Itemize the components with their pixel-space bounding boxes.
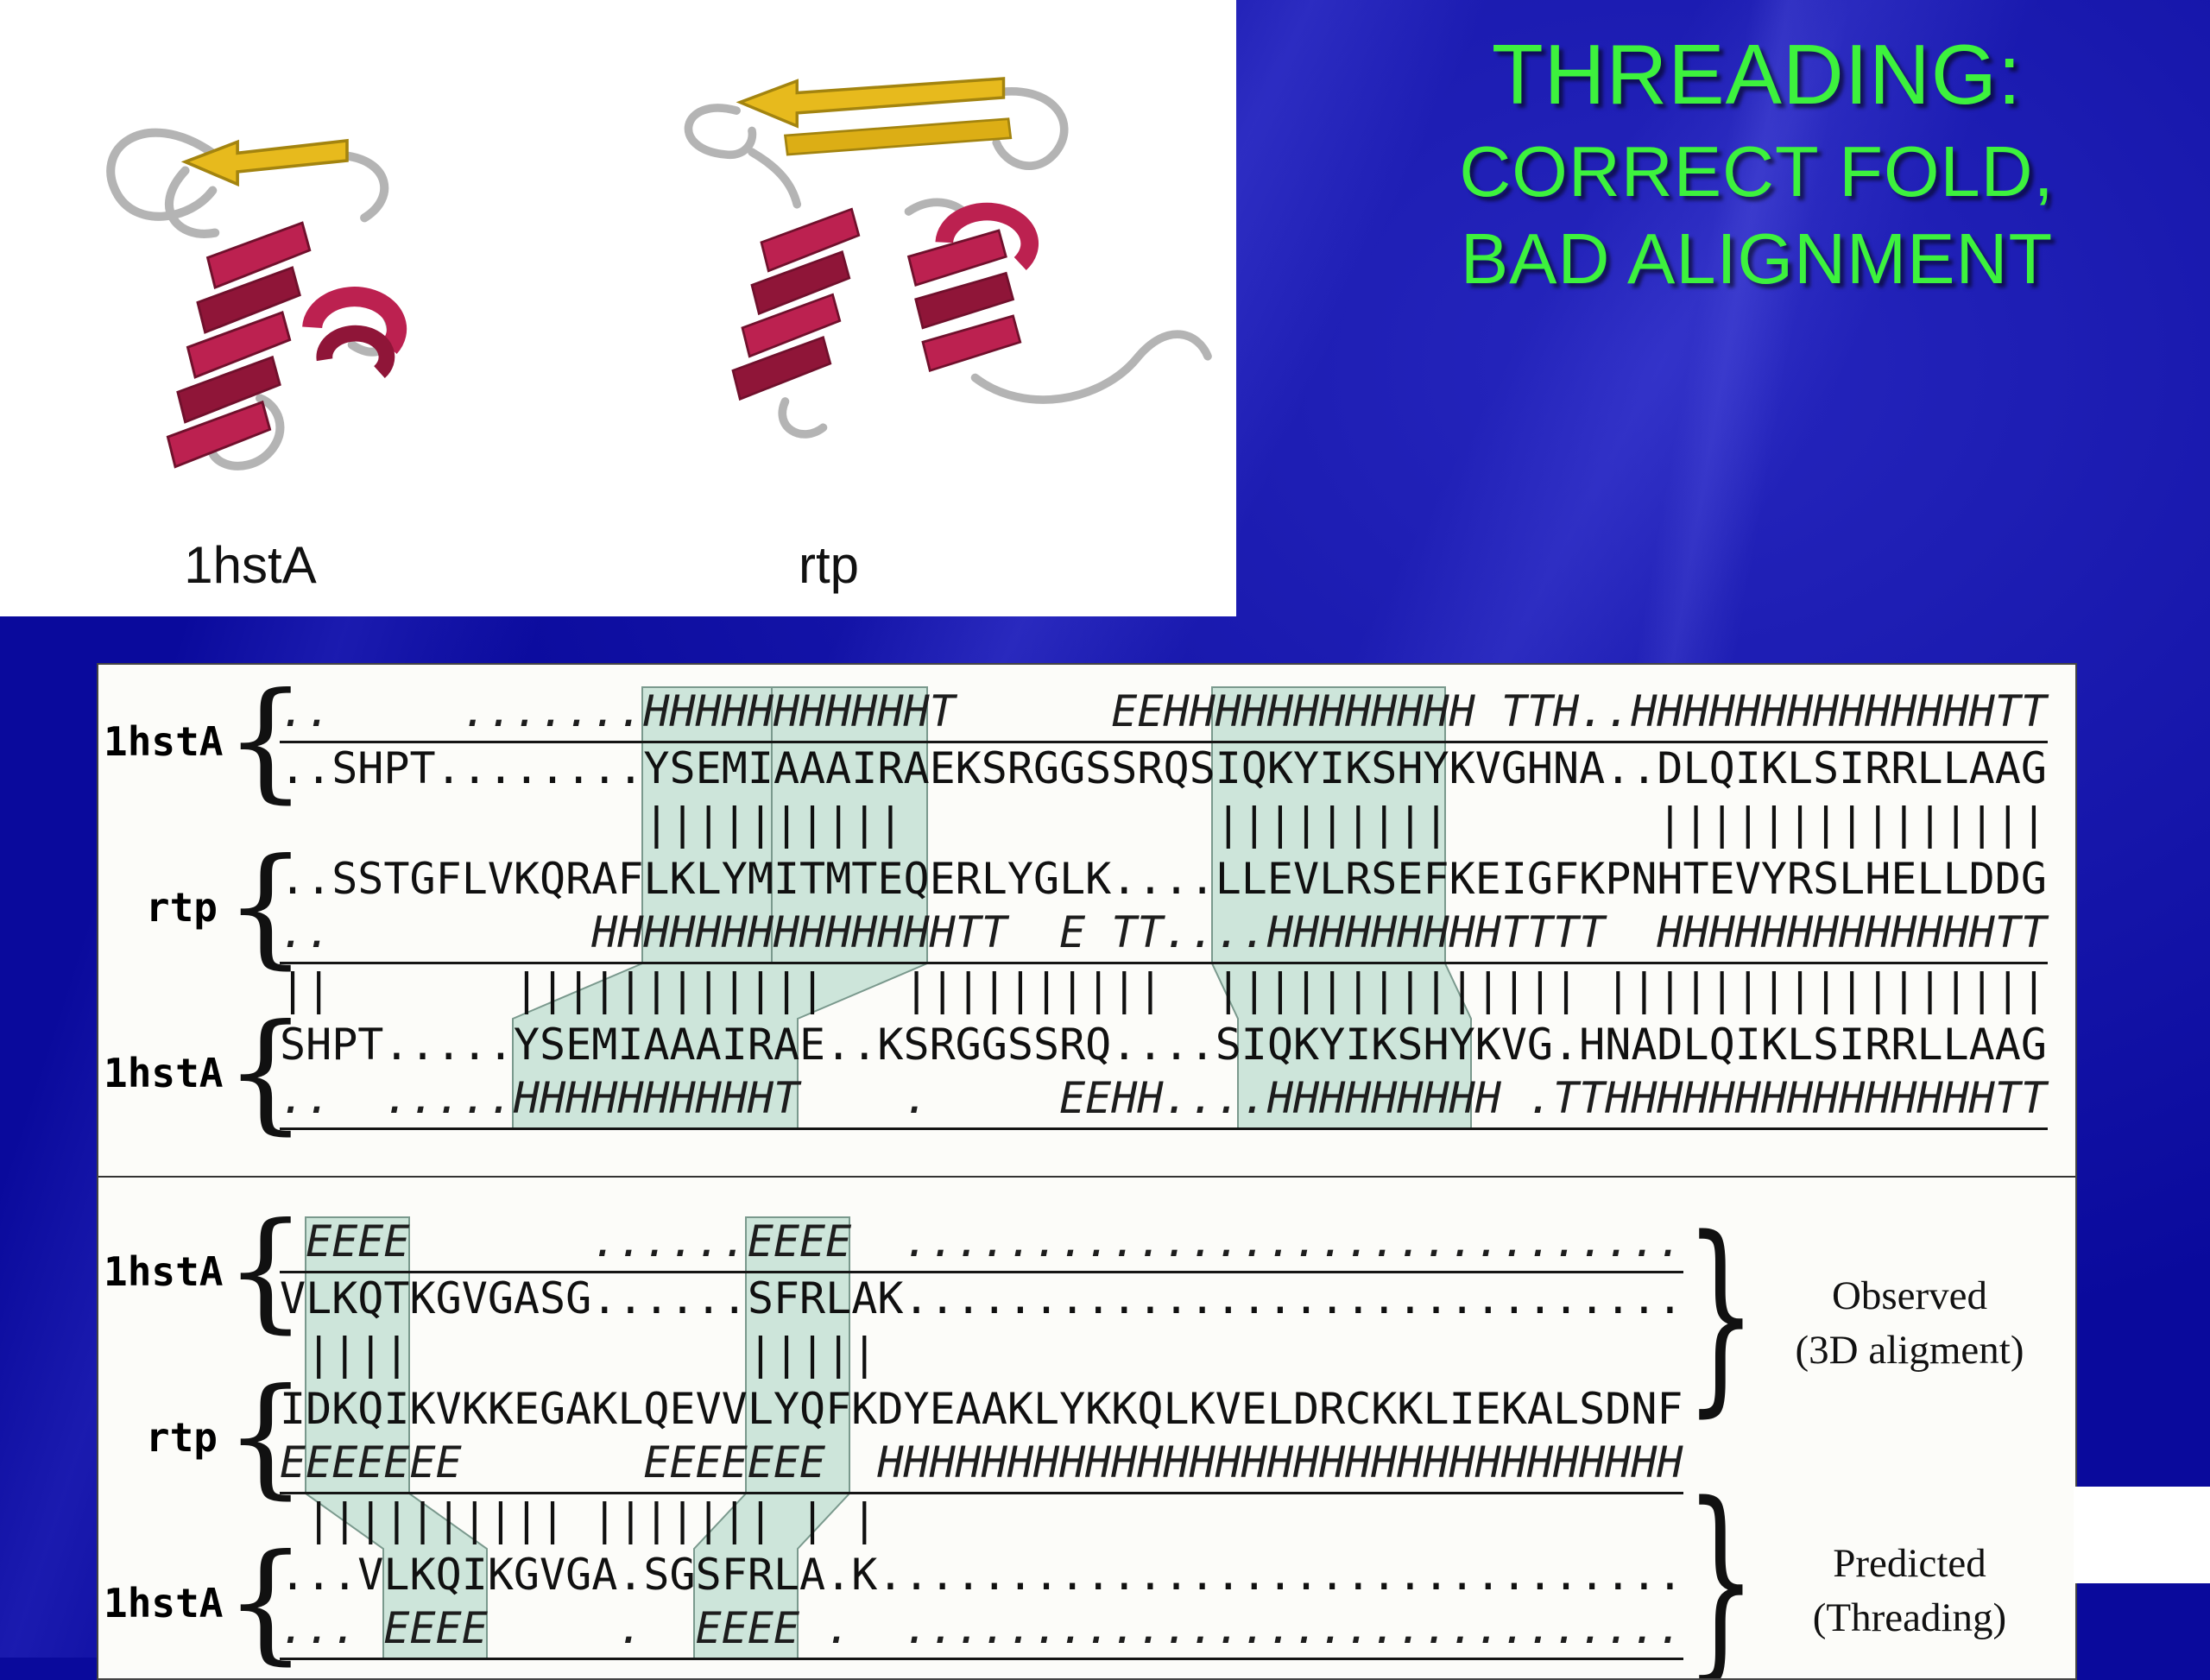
right-brace-predicted: }	[1685, 1458, 1757, 1680]
1hsta-pred-seq-row: ...VLKQIKGVGA.SGSFRLA.K.................…	[280, 1550, 1683, 1600]
1hsta-top-ss-row: .. .......HHHHHHHHHHHT EEHHHHHHHHHHHH TT…	[280, 687, 2048, 743]
alignment-highlight-bands	[305, 686, 1472, 1660]
1hsta-realigned-ss-row: .. .....HHHHHHHHHHT . EEHH....HHHHHHHHH …	[280, 1074, 2048, 1130]
protein-1hsta-label: 1hstA	[184, 536, 317, 594]
background-artifact	[2074, 1487, 2210, 1583]
match-bars-row-top-2: || |||||||||||| |||||||||| |||||||||||||…	[280, 964, 2047, 1014]
1hsta-obs-seq-row: VLKQTKGVGASG......SFRLAK................…	[280, 1273, 1683, 1323]
title-line-3: BAD ALIGNMENT	[1460, 218, 2054, 299]
left-brace-1: {	[224, 666, 307, 816]
rtp-ss-row-top: .. HHHHHHHHHHHHHHTT E TT....HHHHHHHHHTTT…	[280, 908, 2048, 964]
match-bars-row-bot-1: |||| |||||	[280, 1329, 1683, 1379]
row-label-1hsta-bottom: 1hstA	[104, 1050, 224, 1096]
small-helix-coil	[302, 287, 407, 379]
left-brace-5: {	[224, 1361, 307, 1512]
left-brace-6: {	[224, 1527, 307, 1677]
left-brace-3: {	[224, 997, 307, 1147]
1hsta-obs-ss-row: EEEE ......EEEE ........................…	[280, 1217, 1683, 1273]
rtp-seq-row-bottom: IDKQIKVKKEGAKLQEVVLYQFKDYEAAKLYKKQLKVELD…	[280, 1384, 1683, 1434]
predicted-label: Predicted (Threading)	[1728, 1537, 2075, 1646]
left-brace-4: {	[224, 1196, 307, 1346]
right-brace-observed: }	[1685, 1192, 1757, 1436]
slide-title: THREADING: CORRECT FOLD, BAD ALIGNMENT	[1347, 22, 2167, 302]
1hsta-top-seq-row: ..SHPT........YSEMIAAAIRAEKSRGGSSRQSIQKY…	[280, 743, 2047, 793]
alignment-panel: .. .......HHHHHHHHHHHT EEHHHHHHHHHHHH TT…	[97, 663, 2077, 1680]
section-divider-line	[98, 1176, 2075, 1178]
rtp-ss-row-bottom: EEEEEEE EEEEEEE HHHHHHHHHHHHHHHHHHHHHHHH…	[280, 1438, 1683, 1494]
small-helix-coil	[935, 202, 1039, 271]
predicted-label-line1: Predicted	[1833, 1541, 1986, 1586]
rtp-seq-row-top: ..SSTGFLVKQRAFLKLYMITMTEQERLYGLK....LLEV…	[280, 854, 2047, 904]
left-brace-2: {	[224, 831, 307, 982]
row-label-1hsta-pred: 1hstA	[104, 1580, 224, 1626]
observed-label-line2: (3D aligment)	[1795, 1328, 2024, 1374]
observed-label-line1: Observed	[1831, 1273, 1988, 1318]
protein-rtp-label: rtp	[798, 536, 860, 594]
row-label-rtp-bottom: rtp	[145, 1414, 218, 1461]
predicted-label-line2: (Threading)	[1812, 1595, 2007, 1641]
alpha-helix-ribbon-right	[906, 229, 1022, 373]
protein-1hsta-ribbon-diagram	[106, 128, 407, 471]
observed-label: Observed (3D aligment)	[1728, 1269, 2075, 1379]
beta-sheet-arrow	[180, 138, 349, 187]
alpha-helix-ribbon	[166, 221, 312, 469]
row-label-1hsta-top: 1hstA	[104, 718, 224, 765]
row-label-1hsta-obs: 1hstA	[104, 1248, 224, 1295]
beta-sheet-strand	[783, 117, 1013, 156]
match-bars-row-top-1: |||||||||| ||||||||| |||||||||||||||	[280, 799, 2047, 849]
1hsta-pred-ss-row: ... EEEE . EEEE . ......................…	[280, 1604, 1683, 1660]
title-line-2: CORRECT FOLD,	[1459, 130, 2055, 212]
1hsta-realigned-seq-row: SHPT.....YSEMIAAAIRAE..KSRGGSSRQ....SIQK…	[280, 1020, 2047, 1070]
row-label-rtp-top: rtp	[145, 884, 218, 931]
protein-structure-panel: 1hstA rtp	[0, 0, 1236, 616]
protein-rtp-ribbon-diagram	[684, 77, 1212, 439]
beta-sheet-arrow	[736, 77, 1006, 129]
title-line-1: THREADING:	[1491, 27, 2023, 122]
match-bars-row-bot-2: |||||||||| ||||||| | |	[280, 1494, 1683, 1544]
alpha-helix-ribbon	[731, 207, 861, 401]
